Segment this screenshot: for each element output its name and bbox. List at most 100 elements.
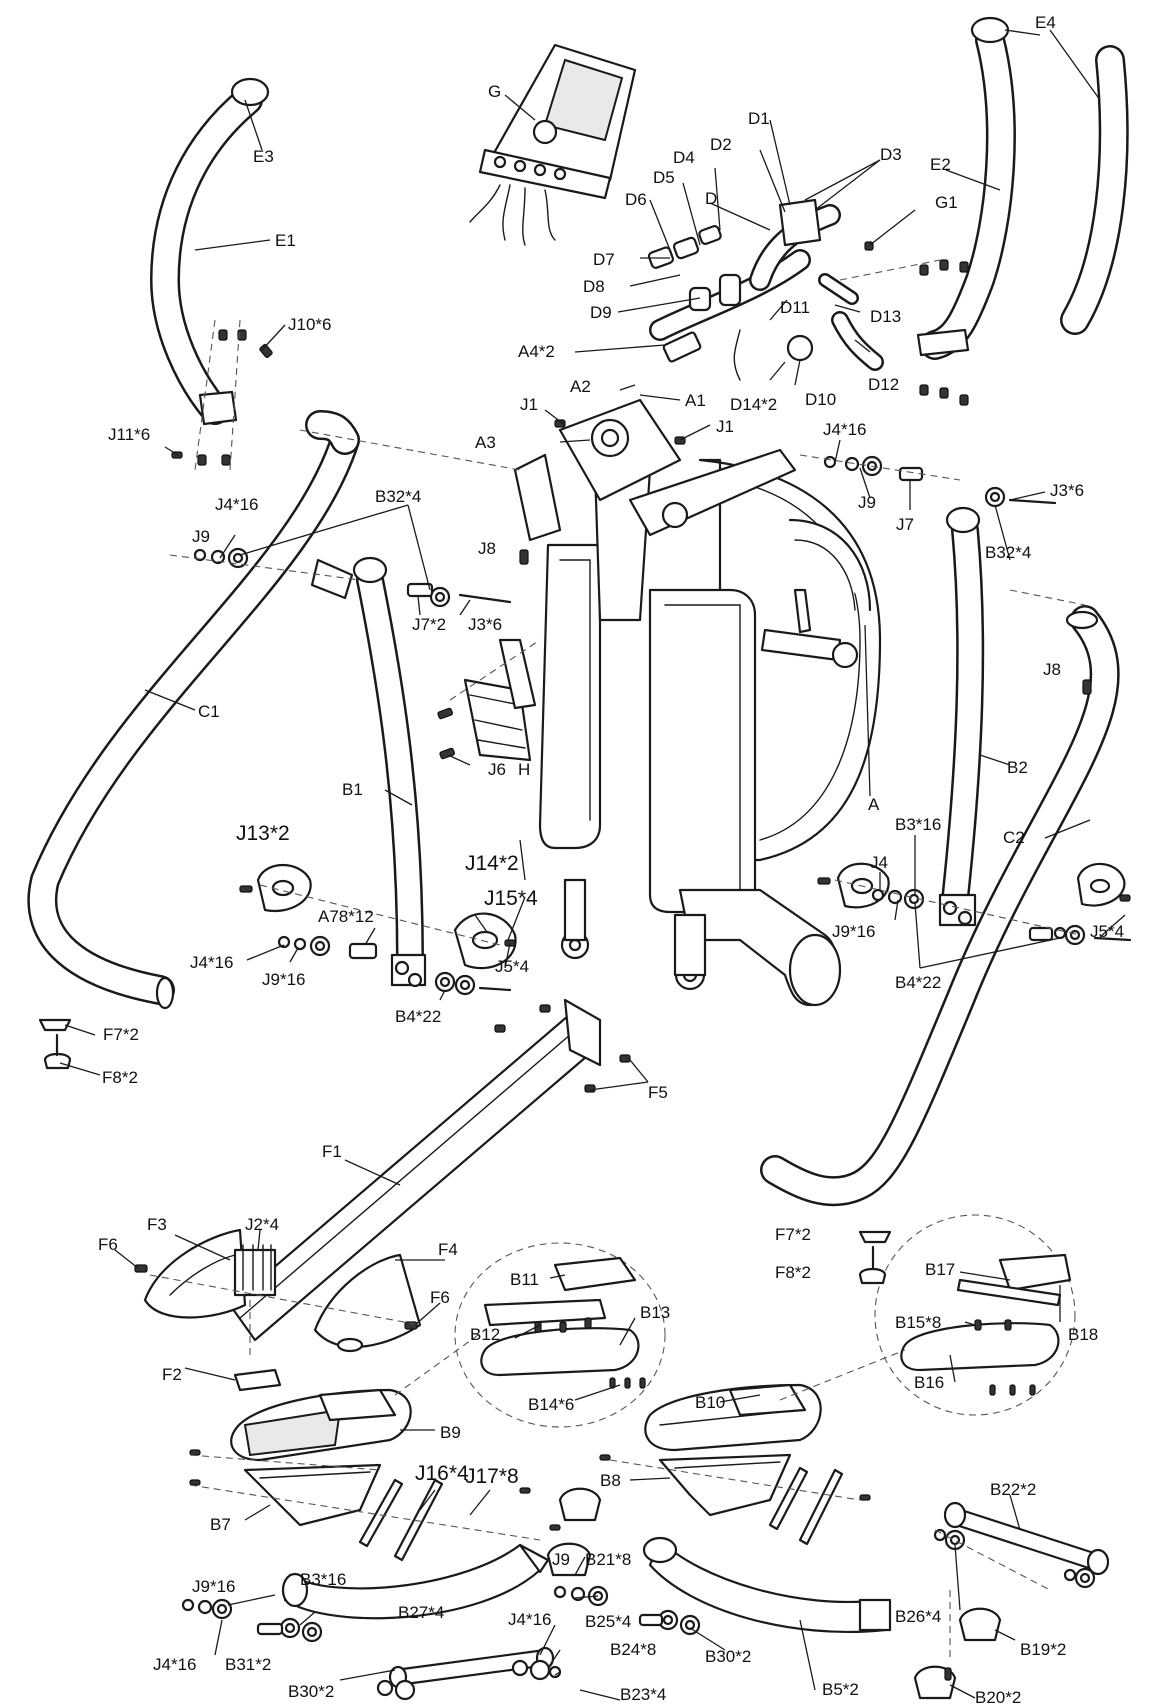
label-b26x4: B26*4 [895, 1607, 941, 1626]
label-b20x2: B20*2 [975, 1688, 1021, 1707]
label-d: D [705, 189, 717, 208]
link-b22 [943, 1501, 1110, 1576]
label-a2: A2 [570, 377, 591, 396]
label-j8b: J8 [1043, 660, 1061, 679]
label-j7: J7 [896, 515, 914, 534]
label-d4: D4 [673, 148, 695, 167]
label-f7x2a: F7*2 [103, 1025, 139, 1044]
label-b16: B16 [914, 1373, 944, 1392]
label-d11: D11 [780, 298, 810, 317]
label-b9: B9 [440, 1423, 461, 1442]
label-d8: D8 [583, 277, 605, 296]
label-b4x22a: B4*22 [395, 1007, 441, 1026]
label-f4: F4 [438, 1240, 458, 1259]
label-f8x2b: F8*2 [775, 1263, 811, 1282]
link-b5 [642, 1536, 892, 1634]
label-j4: J4 [870, 853, 888, 872]
pedal-arm-f1 [228, 998, 602, 1342]
label-j9c: J9 [552, 1550, 570, 1569]
clamps [546, 1487, 1002, 1700]
label-j5x4b: J5*4 [1090, 922, 1124, 941]
label-b27x4: B27*4 [398, 1603, 444, 1622]
label-d5: D5 [653, 168, 675, 187]
pedal-b9 [230, 1388, 412, 1462]
console-g [469, 43, 637, 246]
label-a3: A3 [475, 433, 496, 452]
handlebar-e2 [916, 16, 1016, 360]
label-j9a: J9 [858, 493, 876, 512]
part-labels: E4 E3 E2 E1 G G1 D1 D2 D3 D4 D5 D6 D D7 … [98, 13, 1124, 1707]
label-j2x4: J2*4 [245, 1215, 279, 1234]
label-j15x4: J15*4 [484, 887, 538, 910]
label-f6a: F6 [98, 1235, 118, 1254]
label-f2: F2 [162, 1365, 182, 1384]
label-f7x2b: F7*2 [775, 1225, 811, 1244]
label-j9x16a: J9*16 [832, 922, 875, 941]
label-b22x2: B22*2 [990, 1480, 1036, 1499]
shroud-f4 [313, 1253, 422, 1353]
label-g1: G1 [935, 193, 958, 212]
handlebar-linkage-d [647, 198, 884, 381]
hardware [38, 455, 1132, 1701]
label-d1: D1 [748, 109, 770, 128]
label-f5: F5 [648, 1083, 668, 1102]
label-j4x16d: J4*16 [153, 1655, 196, 1674]
label-j9b: J9 [192, 527, 210, 546]
label-b5x2: B5*2 [822, 1680, 859, 1699]
bottle-holder-h [463, 638, 537, 762]
label-g: G [488, 82, 501, 101]
label-b2: B2 [1007, 758, 1028, 777]
label-j11x6: J11*6 [108, 425, 150, 444]
label-d7: D7 [593, 250, 615, 269]
label-b30x2a: B30*2 [288, 1682, 334, 1701]
label-a: A [868, 795, 880, 814]
label-j1b: J1 [716, 417, 734, 436]
label-b8: B8 [600, 1471, 621, 1490]
handlebar-e1 [150, 77, 270, 426]
label-b7: B7 [210, 1515, 231, 1534]
label-j4x16e: J4*16 [508, 1610, 551, 1629]
label-j5x4a: J5*4 [495, 957, 529, 976]
label-j8a: J8 [478, 539, 496, 558]
label-b14x6: B14*6 [528, 1395, 574, 1414]
label-b1: B1 [342, 780, 363, 799]
label-d6: D6 [625, 190, 647, 209]
leader-lines [59, 29, 1126, 1701]
label-b25x4: B25*4 [585, 1612, 631, 1631]
label-c1: C1 [198, 702, 220, 721]
label-j9x16b: J9*16 [262, 970, 305, 989]
label-b30x2b: B30*2 [705, 1647, 751, 1666]
label-b32x4a: B32*4 [375, 487, 421, 506]
label-j4x16c: J4*16 [190, 953, 233, 972]
swing-arm-b1 [310, 556, 427, 988]
lower-handle-c1 [27, 410, 360, 1010]
swing-arm-b2 [938, 506, 985, 927]
label-b18: B18 [1068, 1325, 1098, 1344]
lower-handle-c2 [760, 605, 1120, 1207]
rods [358, 1466, 844, 1562]
label-e2: E2 [930, 155, 951, 174]
label-b23x4: B23*4 [620, 1685, 666, 1704]
label-j6: J6 [488, 760, 506, 779]
label-f8x2a: F8*2 [102, 1068, 138, 1087]
label-b3x16b: B3*16 [300, 1570, 346, 1589]
label-j9x16c: J9*16 [192, 1577, 235, 1596]
label-d13: D13 [870, 307, 901, 326]
label-d12: D12 [868, 375, 899, 394]
label-j4x16b: J4*16 [215, 495, 258, 514]
bracket-f2 [233, 1368, 282, 1392]
label-b12: B12 [470, 1325, 500, 1344]
label-f1: F1 [322, 1142, 342, 1161]
label-j17x8: J17*8 [465, 1465, 519, 1488]
link-left [281, 1543, 550, 1620]
label-h: H [518, 760, 530, 779]
label-j1a: J1 [520, 395, 538, 414]
label-c2: C2 [1003, 828, 1025, 847]
label-b4x22b: B4*22 [895, 973, 941, 992]
label-d10: D10 [805, 390, 836, 409]
label-f3: F3 [147, 1215, 167, 1234]
label-e1: E1 [275, 231, 296, 250]
shroud-f3 [143, 1228, 277, 1319]
label-b21x8: B21*8 [585, 1550, 631, 1569]
